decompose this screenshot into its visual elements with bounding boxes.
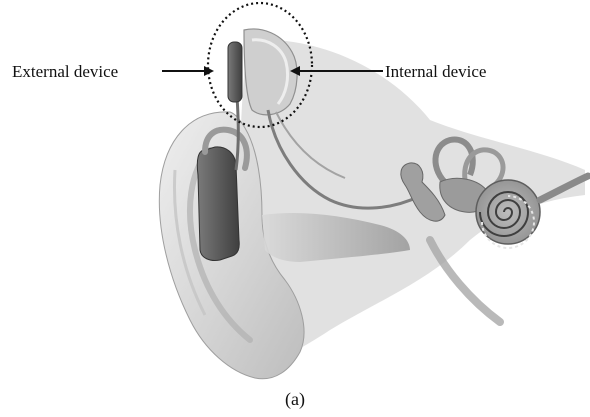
eustachian-tube — [430, 240, 500, 322]
external-device-arrow — [162, 66, 214, 76]
speech-processor-body — [197, 147, 239, 261]
external-coil — [228, 42, 242, 102]
internal-device-label: Internal device — [385, 63, 486, 80]
figure-caption: (a) — [0, 390, 590, 408]
external-device-label: External device — [12, 63, 118, 80]
